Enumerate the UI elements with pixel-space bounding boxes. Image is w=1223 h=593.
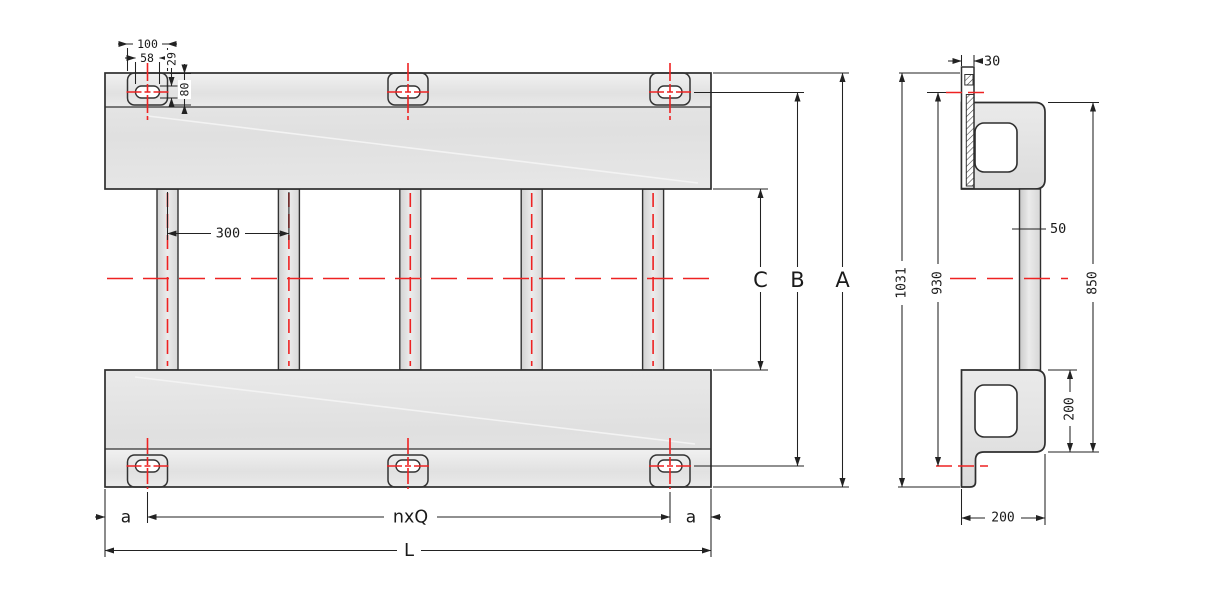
dim-hole-pitch-label: nxQ xyxy=(393,508,428,528)
dim-pad-height-label: 80 xyxy=(178,83,192,97)
dim-body-height-label: 850 xyxy=(1086,271,1101,294)
dim-plate-thickness-label: 30 xyxy=(984,54,1000,70)
dim-web-thickness-label: 50 xyxy=(1050,221,1066,237)
dim-rail-width-label: 200 xyxy=(991,511,1014,526)
plan-label-masks xyxy=(133,38,854,560)
dim-member-pitch-label: 300 xyxy=(216,226,240,242)
plate-hatch-strip xyxy=(965,94,975,187)
side-label-masks xyxy=(895,261,1100,525)
dim-overall-width-label: A xyxy=(835,268,850,292)
side-view: 30 1031 930 850 50 200 200 xyxy=(895,54,1101,526)
dim-inner-span-label: C xyxy=(753,268,768,292)
plate-hatch-top xyxy=(964,74,974,86)
cross-member-web-section xyxy=(1018,188,1042,371)
top-hole-centerlines xyxy=(126,63,691,120)
dim-slot-height-label: 29 xyxy=(165,52,179,66)
dim-total-height-label: 1031 xyxy=(895,267,910,298)
side-centerlines xyxy=(936,91,1068,467)
plan-view: 100 58 29 80 300 C B A a nxQ a L xyxy=(95,37,854,561)
dim-slot-length-label: 58 xyxy=(140,51,154,65)
cross-members xyxy=(156,188,665,371)
top-rail-cavity xyxy=(974,122,1018,173)
bottom-rail xyxy=(104,369,712,488)
dim-rail-height-label: 200 xyxy=(1063,397,1078,420)
dim-edge-offset-right-label: a xyxy=(686,508,696,528)
dim-edge-offset-left-label: a xyxy=(121,508,131,528)
dim-pad-width-label: 100 xyxy=(137,37,158,51)
dim-hole-centers-height-label: 930 xyxy=(931,271,946,294)
dim-overall-length-label: L xyxy=(404,540,414,561)
bottom-hole-centerlines xyxy=(126,438,691,489)
cross-member-centerlines xyxy=(166,193,654,366)
dim-hole-span-label: B xyxy=(790,268,804,292)
bottom-rail-cavity xyxy=(974,384,1018,438)
